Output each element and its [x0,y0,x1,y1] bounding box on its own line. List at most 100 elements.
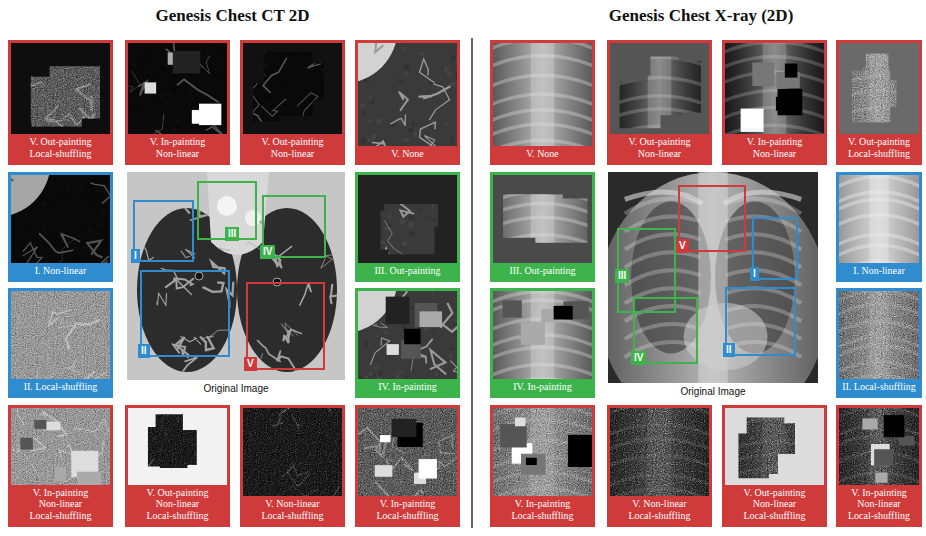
image-detail [358,175,457,279]
image-detail [243,408,342,524]
image-detail [358,408,457,524]
image-detail [385,221,404,255]
image-content [839,291,919,395]
caption-word: V. [261,136,269,147]
image-detail [154,71,156,75]
image-content [358,175,457,279]
image-detail [271,94,274,96]
image-detail [245,339,251,365]
image-detail [55,467,66,481]
image-detail [195,427,197,429]
image-detail [195,272,203,280]
image-detail [307,115,309,118]
image-detail [11,43,110,162]
caption-word: Out-painting [40,136,91,147]
caption-word: V. [628,136,636,147]
image-detail [245,210,261,226]
image-detail [172,73,176,78]
image-detail [202,330,230,339]
tile-caption: V. In-painting Non-linear Local-shufflin… [839,485,919,525]
image-detail [409,215,415,220]
region-tag: IV [631,351,646,365]
image-detail [148,53,153,57]
image-detail [408,129,412,132]
image-detail [420,311,443,327]
image-detail [875,473,887,483]
image-detail [372,134,376,139]
image-detail [128,43,227,162]
image-detail [11,104,22,126]
image-detail [451,253,455,258]
image-detail [374,366,379,369]
image-detail [20,438,33,450]
region-box: V [246,282,325,370]
image-detail [317,126,321,128]
image-detail [145,82,157,93]
image-detail [431,291,433,294]
image-detail [625,216,701,231]
image-detail [493,43,592,50]
image-detail [227,97,228,101]
caption-word: I. [35,265,41,276]
augmented-tile: II. Local-shuffling [8,288,113,398]
image-detail [625,270,701,285]
image-detail [194,97,198,103]
augmented-tile: V. In-painting Local-shuffling [355,405,460,527]
image-content [493,43,592,162]
image-detail [404,329,420,344]
image-detail [196,125,200,130]
image-content [358,291,457,395]
image-detail [839,291,919,395]
region-tag: I [131,249,140,263]
tile-caption: V. Out-painting Local-shuffling [11,134,110,162]
image-detail [380,241,385,244]
augmented-tile: V. In-painting Non-linear [125,40,230,165]
image-detail [361,111,365,115]
image-detail [370,241,375,244]
image-detail [493,75,592,87]
image-detail [11,408,110,524]
augmented-tile: IV. In-painting [490,288,595,398]
image-detail [321,254,339,268]
augmented-tile: III. Out-painting [355,172,460,282]
image-detail [243,408,342,524]
image-detail [263,63,268,68]
image-detail [408,221,413,227]
image-detail [66,255,70,258]
caption-word: In-painting [44,487,88,498]
image-detail [61,234,79,248]
tile-caption: I. Non-linear [11,263,110,280]
caption-word: V. [380,498,388,509]
image-detail [444,67,450,70]
region-box: III [197,181,257,240]
region-tag: IV [260,245,275,259]
image-detail [493,175,592,279]
image-detail [372,182,377,186]
image-detail [212,468,215,470]
image-detail [433,329,435,333]
image-detail [229,340,244,349]
image-detail [330,285,341,303]
image-detail [221,48,227,51]
image-content [128,43,227,162]
tile-caption: V. In-painting Non-linear [725,134,824,162]
augmented-tile: V. In-painting Non-linear Local-shufflin… [836,405,922,527]
region-box: II [140,270,230,357]
image-detail [375,465,393,477]
image-detail [367,139,371,143]
image-detail [384,331,389,334]
image-detail [433,257,439,260]
image-detail [11,43,110,162]
image-detail [724,192,802,204]
image-content [243,408,342,524]
image-detail [243,43,342,162]
image-detail [325,126,331,129]
image-detail [95,188,98,192]
image-detail [244,70,250,73]
image-detail [358,43,398,83]
caption-word: IV. [513,381,525,392]
image-detail [339,328,345,336]
tile-caption: V. In-painting Non-linear Local-shufflin… [11,485,110,525]
image-detail [184,420,188,424]
tile-caption: V. In-painting Non-linear [128,134,227,162]
